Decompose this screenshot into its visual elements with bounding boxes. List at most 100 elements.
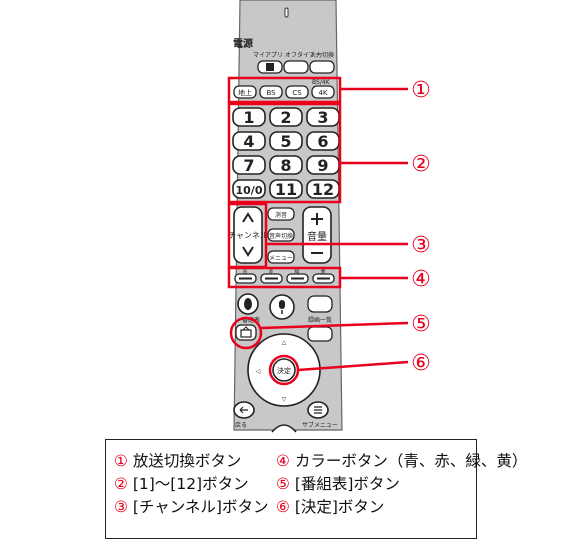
num-12-label: 12 — [312, 180, 334, 199]
num-4-label: 4 — [243, 132, 254, 151]
legend-box: ① 放送切換ボタン ④ カラーボタン（青、赤、緑、黄） ② [1]～[12]ボタ… — [105, 439, 527, 539]
menu-label: メニュー — [269, 255, 293, 262]
legend-text-2: [1]～[12]ボタン — [127, 475, 249, 493]
terrestrial-label: 地上 — [238, 88, 252, 97]
app-icon — [244, 298, 252, 310]
callout-2: ② — [411, 152, 431, 177]
legend-item-1: ① 放送切換ボタン — [114, 452, 242, 470]
cs-label: CS — [292, 89, 302, 97]
submenu-label: サブメニュー — [302, 421, 338, 429]
record-list-button[interactable] — [307, 295, 333, 313]
legend-num-2: ② — [114, 475, 128, 493]
offtimer-label: オフタイマー — [285, 51, 321, 59]
callout-3: ③ — [411, 233, 431, 258]
legend-item-2: ② [1]～[12]ボタン — [114, 475, 249, 493]
4k-label: 4K — [318, 89, 327, 97]
back-label: 戻る — [235, 421, 247, 429]
legend-num-5: ⑤ — [276, 475, 290, 493]
num-2-label: 2 — [280, 108, 291, 127]
myapp-label: マイアプリ — [253, 52, 283, 59]
record-list-label: 録画一覧 — [308, 316, 332, 324]
microphone-icon — [279, 300, 285, 309]
enter-label: 決定 — [277, 366, 291, 375]
legend-text-5: [番組表]ボタン — [289, 475, 400, 493]
menu-button[interactable] — [267, 250, 295, 264]
legend-num-6: ⑥ — [276, 498, 290, 516]
color-blue-label: 青 — [242, 268, 247, 275]
num-1-button[interactable] — [232, 107, 266, 127]
num-10-label: 10/0 — [236, 184, 263, 197]
legend-text-6: [決定]ボタン — [289, 498, 385, 516]
num-8-button[interactable] — [269, 155, 303, 175]
back-icon — [239, 406, 248, 414]
legend-item-5: ⑤ [番組表]ボタン — [276, 475, 400, 493]
bs-button[interactable] — [259, 85, 283, 99]
legend-item-4: ④ カラーボタン（青、赤、緑、黄） — [276, 452, 528, 470]
callout-line-5 — [260, 321, 409, 330]
power-indicator — [284, 7, 289, 18]
legend-text-1: 放送切換ボタン — [127, 452, 242, 470]
num-7-label: 7 — [243, 156, 254, 175]
color-yellow-label: 黄 — [320, 268, 325, 275]
highlight-guide — [229, 316, 263, 350]
side-button[interactable] — [307, 326, 333, 342]
num-11-label: 11 — [275, 180, 297, 199]
callout-6: ⑥ — [411, 351, 431, 376]
num-11-button[interactable] — [269, 179, 303, 199]
bs-label: BS — [266, 89, 276, 97]
legend-num-3: ③ — [114, 498, 128, 516]
down-arrow-icon: ▽ — [282, 396, 287, 403]
guide-icon — [240, 329, 252, 338]
input-switch-button[interactable] — [309, 60, 335, 74]
legend-num-4: ④ — [276, 452, 290, 470]
mute-button[interactable] — [267, 207, 295, 221]
color-red-label: 赤 — [268, 269, 273, 275]
4k-button[interactable] — [311, 85, 335, 99]
volume-rocker[interactable] — [302, 206, 332, 264]
bs4k-label: BS/4K — [312, 79, 331, 86]
num-2-button[interactable] — [269, 107, 303, 127]
up-arrow-icon: △ — [282, 339, 287, 346]
terrestrial-button[interactable] — [233, 85, 257, 99]
legend-text-4: カラーボタン（青、赤、緑、黄） — [289, 452, 528, 470]
num-3-label: 3 — [317, 108, 328, 127]
volume-label: 音量 — [307, 230, 327, 243]
num-5-label: 5 — [280, 132, 291, 151]
callout-5: ⑤ — [411, 312, 431, 337]
audio-label: 音声切換 — [269, 232, 293, 240]
enter-button[interactable] — [272, 358, 296, 382]
num-9-label: 9 — [317, 156, 328, 175]
color-green-label: 緑 — [294, 268, 299, 275]
myapp-icon — [266, 63, 274, 71]
power-label: 電源 — [233, 37, 253, 50]
cs-button[interactable] — [285, 85, 309, 99]
legend-item-3: ③ [チャンネル]ボタン — [114, 498, 269, 516]
submenu-icon — [314, 406, 322, 414]
num-7-button[interactable] — [232, 155, 266, 175]
input-label: 入力切換 — [310, 51, 334, 59]
offtimer-button[interactable] — [283, 60, 309, 74]
channel-down-icon — [242, 246, 254, 257]
bottom-button-partial — [271, 424, 297, 433]
channel-label: チャンネル — [228, 231, 268, 240]
channel-up-icon — [242, 212, 254, 223]
number-pad: 1 2 3 4 5 6 7 8 9 10/0 11 12 — [232, 107, 340, 199]
legend-text-3: [チャンネル]ボタン — [127, 498, 269, 516]
num-10-button[interactable] — [232, 179, 266, 199]
channel-rocker[interactable] — [233, 206, 263, 264]
callout-line-6 — [297, 360, 409, 372]
num-1-label: 1 — [243, 108, 254, 127]
num-5-button[interactable] — [269, 131, 303, 151]
num-6-label: 6 — [317, 132, 328, 151]
audio-button[interactable] — [267, 228, 295, 242]
legend-item-6: ⑥ [決定]ボタン — [276, 498, 385, 516]
num-4-button[interactable] — [232, 131, 266, 151]
callout-1: ① — [411, 78, 431, 103]
highlight-numbers — [227, 102, 342, 204]
legend-num-1: ① — [114, 452, 128, 470]
volume-up-icon — [311, 213, 323, 225]
num-8-label: 8 — [280, 156, 291, 175]
callout-4: ④ — [411, 267, 431, 292]
remote-illustration: 電源 マイアプリ オフタイマー 入力切換 BS/4K 地上 BS CS 4K 1… — [227, 0, 431, 433]
left-arrow-icon: ◁ — [256, 368, 261, 375]
